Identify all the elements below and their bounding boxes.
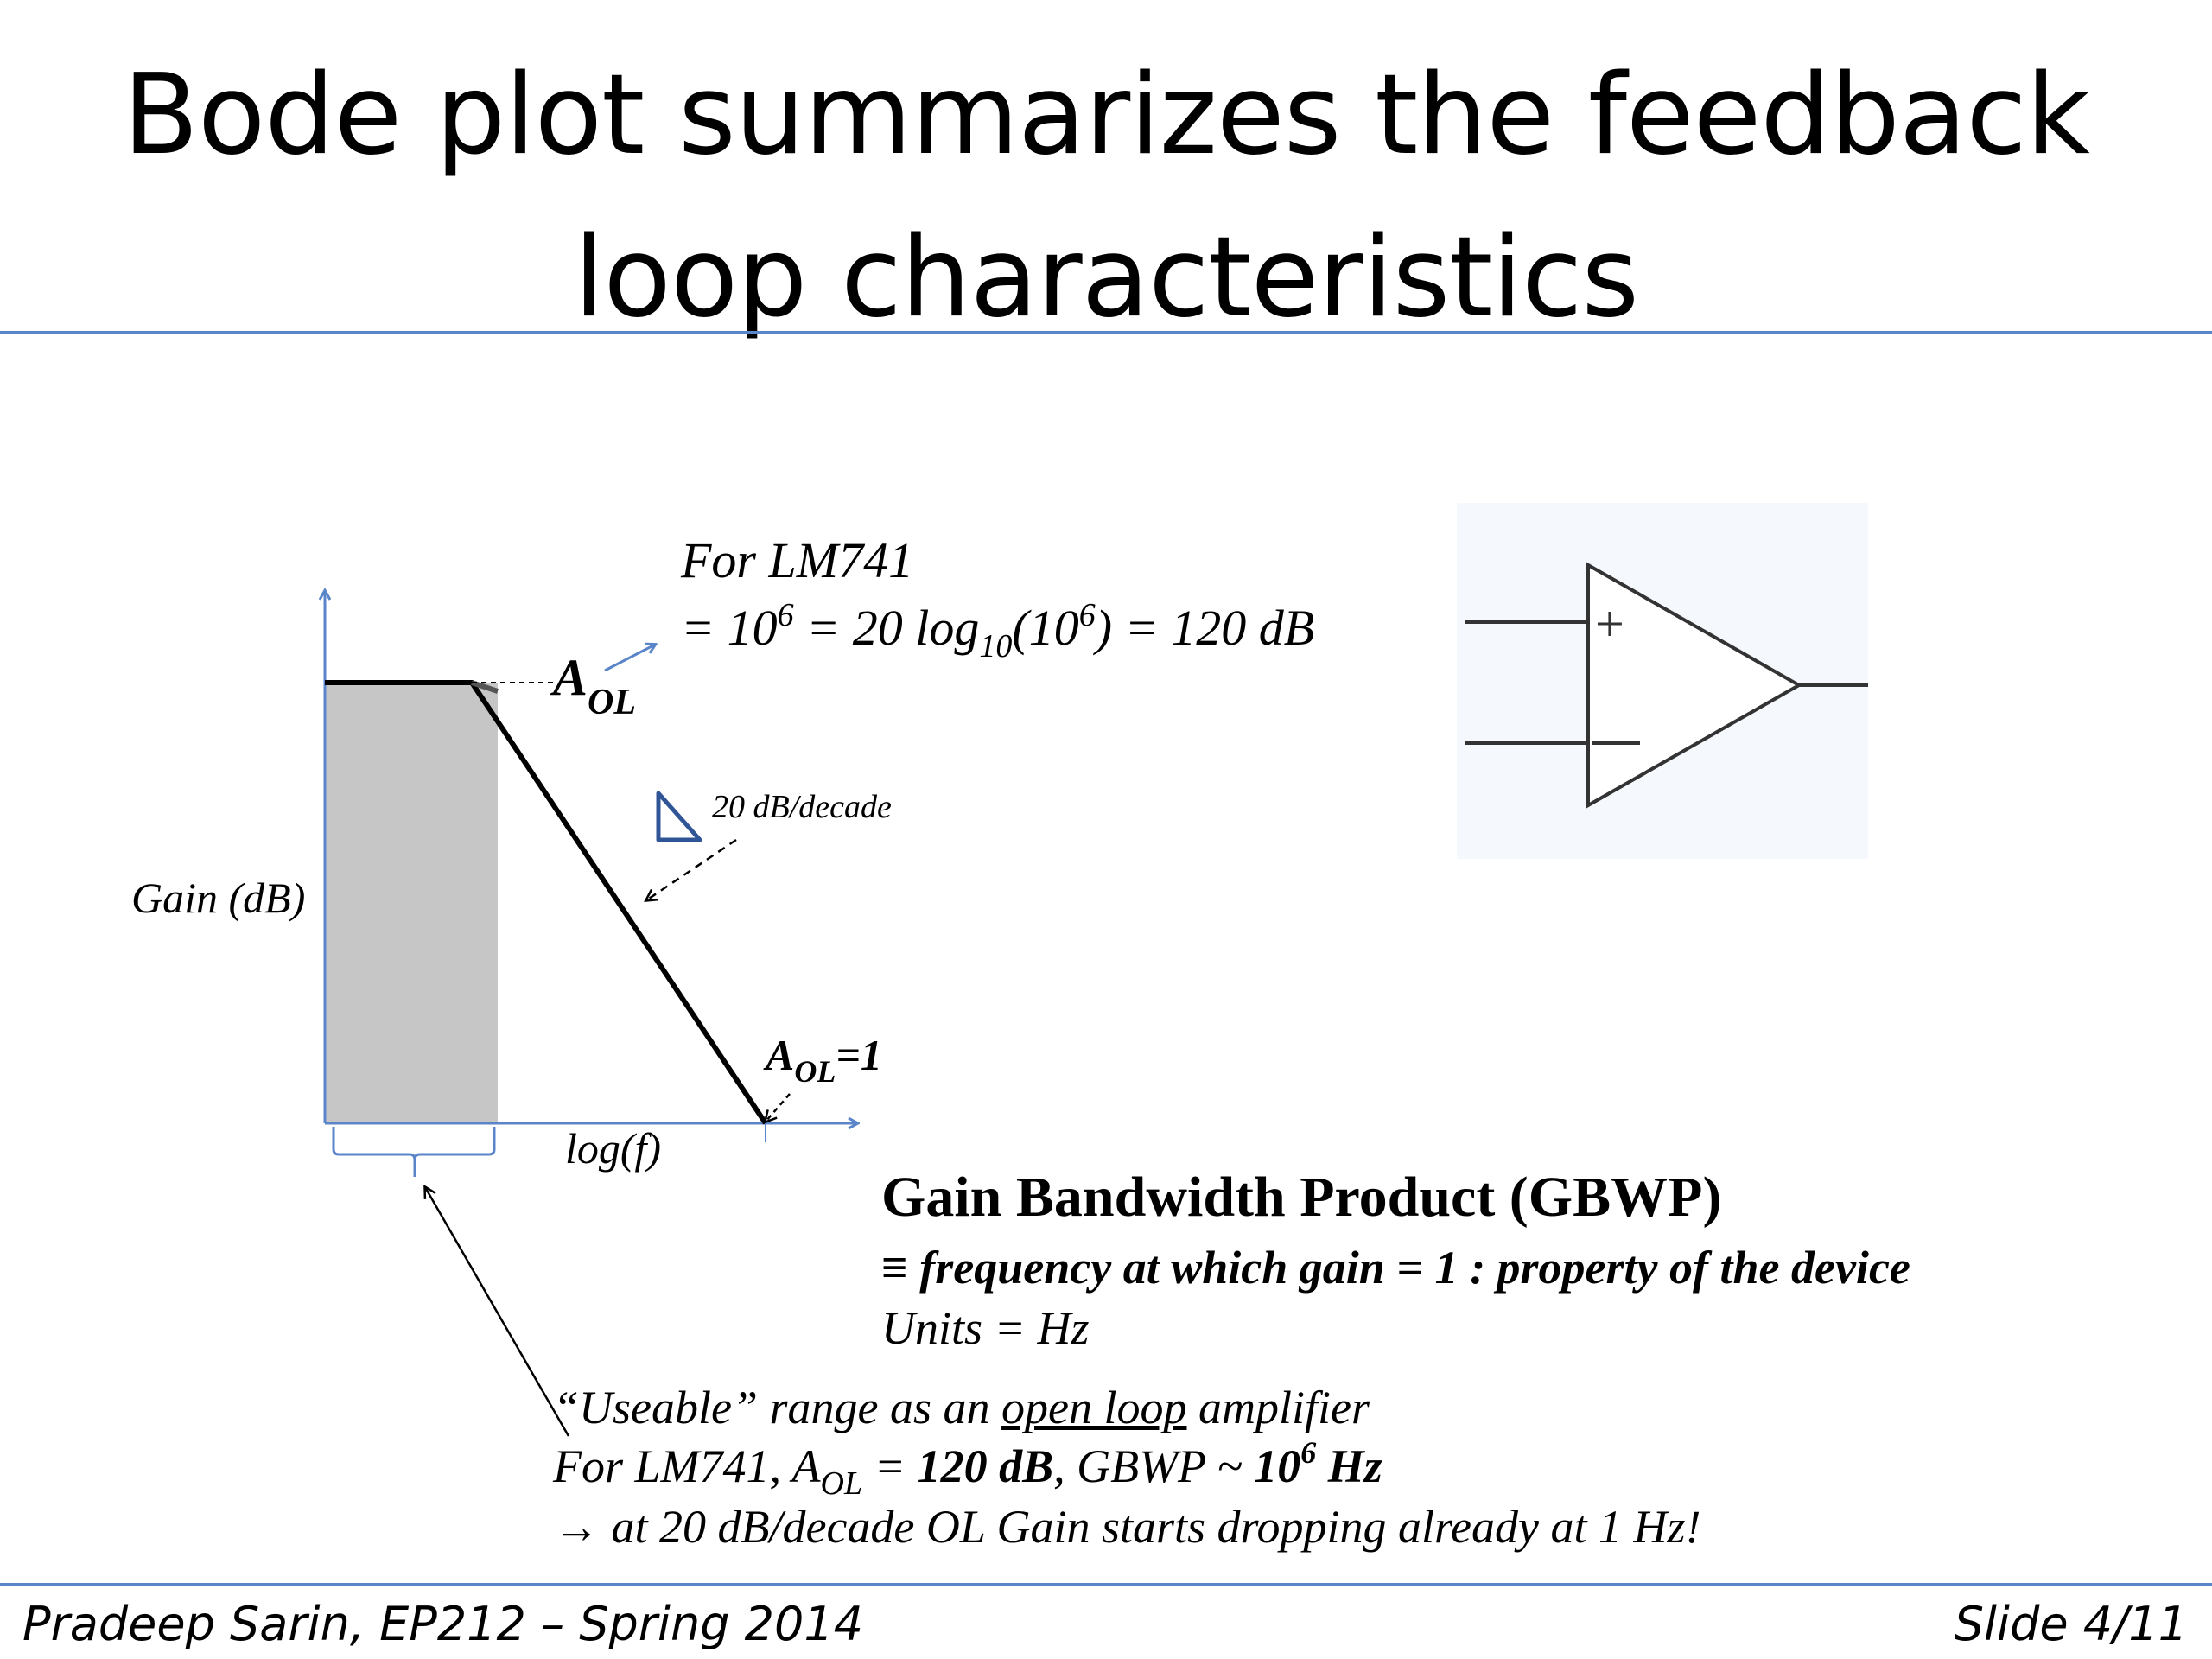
usable-range-shade [325,683,498,1123]
slide-title: Bode plot summarizes the feedback loop c… [0,35,2212,359]
usable-range-brace [332,1127,496,1177]
unity-pointer [766,1093,791,1122]
svg-text:= 106 = 20 log10(106) = 120 dB: = 106 = 20 log10(106) = 120 dB [681,597,1314,664]
gbwp-definition: ≡ frequency at which gain = 1 : property… [881,1242,1910,1294]
gbwp-units: Units = Hz [881,1302,1090,1354]
y-axis-label: Gain (dB) [131,874,305,922]
usable-range-pointer [425,1187,570,1437]
x-axis-label: log(f) [565,1124,661,1173]
opamp-symbol: + [1457,503,1868,859]
corner-mark [471,680,499,694]
aol-pointer-arrow [604,645,655,672]
usable-range-note: “Useable” range as an open loop amplifie… [553,1381,1370,1434]
open-loop-link-text: open loop [1001,1382,1187,1433]
slide-title-line2: loop characteristics [573,213,1639,342]
unity-gain-label: AOL=1 [763,1031,882,1089]
lm741-equation: = 106 = 20 log10(106) = 120 dB [681,597,1314,664]
gain-drop-note: → at 20 dB/decade OL Gain starts droppin… [553,1501,1701,1553]
svg-text:AOL=1: AOL=1 [763,1031,882,1089]
slope-pointer [646,838,737,900]
aol-label: AOL [550,649,636,722]
footer-author: Pradeep Sarin, EP212 – Spring 2014 [22,1597,864,1651]
gbwp-heading: Gain Bandwidth Product (GBWP) [881,1166,1722,1229]
footer-divider [0,1583,2212,1586]
title-divider [0,331,2212,334]
lm741-summary: For LM741, AOL = 120 dB, GBWP ~ 106 Hz [553,1435,1382,1502]
note-line1-post: amplifier [1186,1382,1370,1433]
opamp-plus-sign: + [1595,595,1624,652]
slope-triangle-icon [656,791,702,842]
slide-title-line1: Bode plot summarizes the feedback [123,51,2090,180]
slope-label: 20 dB/decade [712,789,892,825]
footer-slide-number: Slide 4/11 [1954,1597,2188,1651]
svg-text:AOL: AOL [550,649,636,722]
lm741-label: For LM741 [680,532,913,588]
note-line1-pre: “Useable” range as an [553,1382,1002,1433]
